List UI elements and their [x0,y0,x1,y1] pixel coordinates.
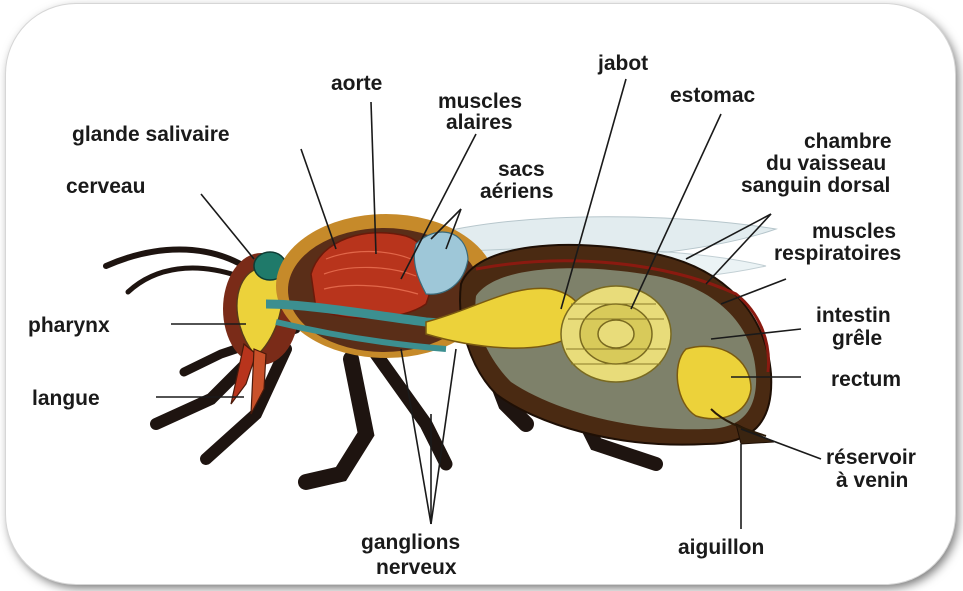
label-chambre-3: sanguin dorsal [741,174,890,197]
label-ganglions-1: ganglions [361,531,460,554]
label-chambre-2: du vaisseau [766,152,886,175]
label-reservoir-1: réservoir [826,446,916,469]
label-pharynx: pharynx [28,314,110,337]
bee-illustration [106,214,776,482]
label-muscles-resp-2: respiratoires [774,242,901,265]
label-muscles-alaires-1: muscles [438,90,522,113]
label-aorte: aorte [331,72,382,95]
label-sacs-1: sacs [498,158,545,181]
intestine-coils [561,286,671,382]
label-aiguillon: aiguillon [678,536,764,559]
bee-anatomy-diagram: aorte jabot muscles alaires estomac glan… [6,4,955,584]
label-intestin-1: intestin [816,304,891,327]
label-estomac: estomac [670,84,756,107]
label-sacs-2: aériens [480,180,554,203]
label-intestin-2: grêle [832,327,882,350]
label-cerveau: cerveau [66,175,145,198]
label-jabot: jabot [597,52,648,75]
label-ganglions-2: nerveux [376,556,457,579]
diagram-frame: aorte jabot muscles alaires estomac glan… [6,4,955,584]
label-rectum: rectum [831,368,901,391]
label-muscles-alaires-2: alaires [446,111,513,134]
label-muscles-resp-1: muscles [812,220,896,243]
label-chambre-1: chambre [804,130,892,153]
label-glande-salivaire: glande salivaire [72,123,230,146]
label-langue: langue [32,387,100,410]
label-reservoir-2: à venin [836,469,908,492]
antennae [106,250,244,293]
